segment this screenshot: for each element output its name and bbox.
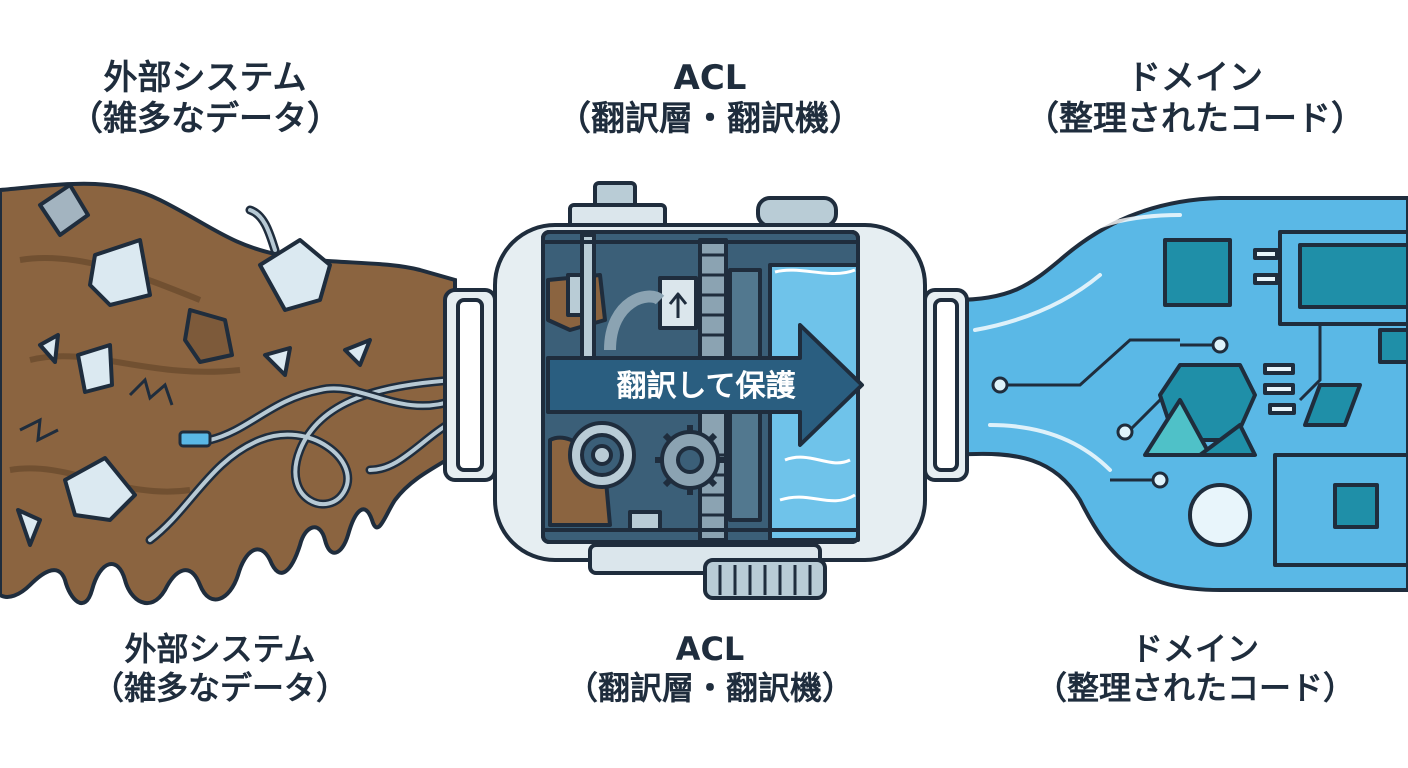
label-acl-bottom: ACL （翻訳層・翻訳機） bbox=[530, 630, 890, 708]
label-line1: ドメイン bbox=[1010, 58, 1380, 99]
label-line2: （翻訳層・翻訳機） bbox=[530, 669, 890, 708]
label-line1: ドメイン bbox=[1010, 630, 1380, 669]
label-line1: ACL bbox=[530, 58, 890, 99]
label-line1: ACL bbox=[530, 630, 890, 669]
label-line1: 外部システム bbox=[55, 630, 385, 669]
label-external-system-bottom: 外部システム （雑多なデータ） bbox=[55, 630, 385, 708]
label-domain-bottom: ドメイン （整理されたコード） bbox=[1010, 630, 1380, 708]
label-domain-top: ドメイン （整理されたコード） bbox=[1010, 58, 1380, 141]
label-line2: （雑多なデータ） bbox=[40, 99, 370, 140]
label-acl-top: ACL （翻訳層・翻訳機） bbox=[530, 58, 890, 141]
arrow-label: 翻訳して保護 bbox=[616, 369, 796, 404]
label-line2: （雑多なデータ） bbox=[55, 669, 385, 708]
label-line2: （整理されたコード） bbox=[1010, 99, 1380, 140]
label-line2: （整理されたコード） bbox=[1010, 669, 1380, 708]
label-line1: 外部システム bbox=[40, 58, 370, 99]
label-external-system-top: 外部システム （雑多なデータ） bbox=[40, 58, 370, 141]
label-line2: （翻訳層・翻訳機） bbox=[530, 99, 890, 140]
